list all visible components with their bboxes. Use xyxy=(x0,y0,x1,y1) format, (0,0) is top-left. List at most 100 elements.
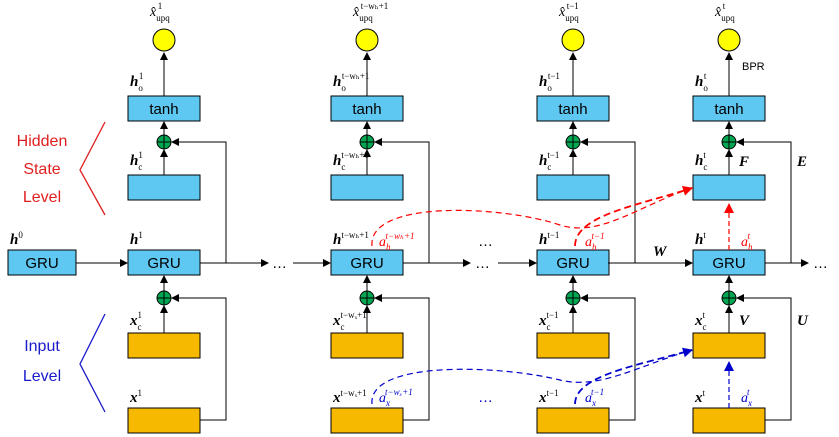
x-input-label: xt xyxy=(694,388,706,406)
matrix-E: E xyxy=(796,154,807,170)
input-level-label: Input Level xyxy=(23,313,106,413)
input-skip-connection xyxy=(171,294,227,421)
prediction-node xyxy=(561,28,585,52)
gru-chain: … … W … xyxy=(200,244,828,272)
input-attention-label: axt−1 xyxy=(585,387,604,408)
x-context-label: xc1 xyxy=(129,310,142,332)
chain-dots-3: … xyxy=(813,255,828,272)
x-input-label: xt−1 xyxy=(538,388,559,406)
add-node-hidden-plus xyxy=(722,135,736,149)
hidden-context-box xyxy=(692,174,766,201)
matrix-W: W xyxy=(653,244,668,260)
h-context-label: hct−wₕ+1 xyxy=(333,150,369,172)
input-context-box xyxy=(692,332,766,359)
input-label-line2: Level xyxy=(23,368,61,385)
input-attention-label: axt−wₓ+1 xyxy=(379,387,413,408)
initial-gru-box xyxy=(7,249,77,276)
bpr-label: BPR xyxy=(742,61,765,73)
input-attention-curve-2 xyxy=(574,347,693,405)
gru-text: GRU xyxy=(556,255,589,272)
hidden-attention-label: aht−wₕ+1 xyxy=(379,231,415,252)
hidden-label-line2: State xyxy=(23,161,60,178)
input-bracket xyxy=(79,313,106,413)
initial-gru: GRU h0 xyxy=(7,230,128,276)
hidden-attention-curve-2 xyxy=(574,186,693,247)
h-output-label: hot xyxy=(695,71,708,93)
input-context-box xyxy=(127,332,201,359)
x-context-label: xct−1 xyxy=(538,310,559,332)
input-box xyxy=(536,407,610,434)
initial-gru-text: GRU xyxy=(25,255,58,272)
h-context-label: hc1 xyxy=(130,150,143,172)
add-node-input-plus xyxy=(360,291,374,305)
h-context-label: hct xyxy=(695,150,707,172)
gru-text: GRU xyxy=(147,255,180,272)
h0-label: h0 xyxy=(10,230,23,248)
h-state-label: ht−1 xyxy=(539,230,559,248)
hidden-context-box xyxy=(536,174,610,201)
tanh-text: tanh xyxy=(714,101,743,118)
input-box xyxy=(330,407,404,434)
hidden-context-box xyxy=(127,174,201,201)
add-node-input-plus xyxy=(722,291,736,305)
hidden-dots: … xyxy=(478,233,493,250)
add-node-input-plus xyxy=(566,291,580,305)
tanh-text: tanh xyxy=(149,101,178,118)
input-label-line1: Input xyxy=(24,338,60,355)
input-box xyxy=(692,407,766,434)
matrix-F: F xyxy=(738,154,749,170)
hidden-attention-label: aht−1 xyxy=(585,231,605,252)
matrix-U: U xyxy=(797,313,809,329)
input-context-box xyxy=(536,332,610,359)
prediction-node xyxy=(152,28,176,52)
hidden-label-line1: Hidden xyxy=(17,133,68,150)
input-attention-label: axt xyxy=(741,387,752,408)
gru-text: GRU xyxy=(350,255,383,272)
tanh-text: tanh xyxy=(352,101,381,118)
prediction-label: x̂upqt xyxy=(714,1,735,23)
input-box xyxy=(127,407,201,434)
h-output-label: ho1 xyxy=(130,71,143,93)
hidden-attention-curve-1 xyxy=(371,187,693,247)
h-state-label: h1 xyxy=(130,230,143,248)
add-node-input-plus xyxy=(157,291,171,305)
chain-dots-1: … xyxy=(272,255,287,272)
h-state-label: ht−wₕ+1 xyxy=(333,230,369,248)
tanh-box xyxy=(692,95,766,122)
hidden-state-level-label: Hidden State Level xyxy=(17,121,106,216)
add-node-hidden-plus xyxy=(157,135,171,149)
prediction-node xyxy=(355,28,379,52)
matrix-V: V xyxy=(739,313,751,329)
add-node-hidden-plus xyxy=(360,135,374,149)
input-dots: … xyxy=(478,389,493,406)
h-context-label: hct−1 xyxy=(539,150,559,172)
x-input-label: x1 xyxy=(129,388,142,406)
prediction-node xyxy=(717,28,741,52)
x-input-label: xt−wₓ+1 xyxy=(332,388,367,406)
prediction-label: x̂upqt−1 xyxy=(558,1,579,23)
prediction-label: x̂upq1 xyxy=(149,1,170,23)
h-state-label: ht xyxy=(695,230,706,248)
h-output-label: hot−1 xyxy=(539,71,560,93)
hidden-attention-label: aht xyxy=(741,231,753,252)
tanh-box xyxy=(536,95,610,122)
input-skip-connection xyxy=(580,294,636,421)
add-node-hidden-plus xyxy=(566,135,580,149)
prediction-label: x̂upqt−wₕ+1 xyxy=(352,1,388,23)
input-context-box xyxy=(330,332,404,359)
x-context-label: xct xyxy=(694,310,707,332)
hidden-context-box xyxy=(330,174,404,201)
gru-skip-connection xyxy=(171,138,227,264)
gru-box xyxy=(330,249,404,276)
h-output-label: hot−wₕ+1 xyxy=(333,71,369,93)
input-attention-curve-1 xyxy=(371,349,693,405)
x-context-label: xct−wₓ+1 xyxy=(332,310,367,332)
input-skip-connection xyxy=(736,294,792,421)
chain-dots-2: … xyxy=(475,255,490,272)
tanh-box xyxy=(330,95,404,122)
